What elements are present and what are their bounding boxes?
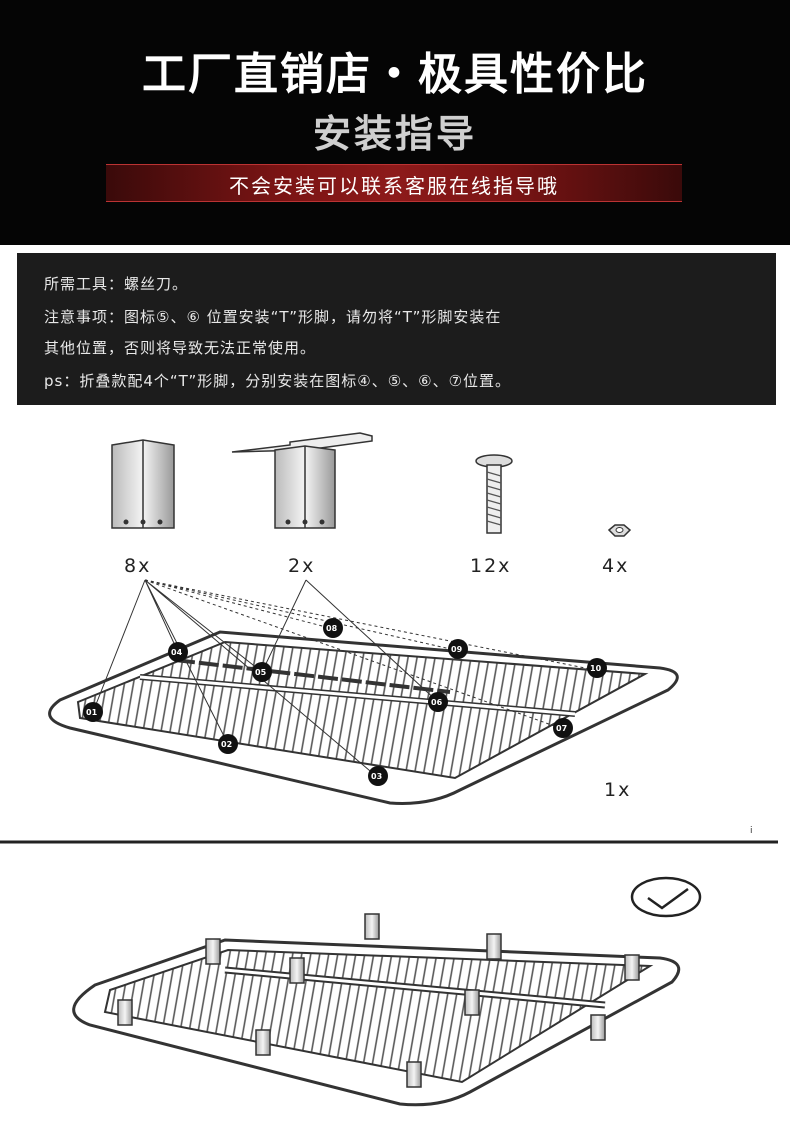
frame-qty: 1x [604,779,631,801]
note-caution-cont: 其他位置，否则将导致无法正常使用。 [44,339,317,357]
label-05: 05 [252,662,272,682]
note-caution: 注意事项：图标⑤、⑥ 位置安装“T”形脚，请勿将“T”形脚安装在 [44,308,502,326]
t-leg-part [231,432,373,529]
svg-text:10: 10 [590,664,602,673]
note-tools: 所需工具：螺丝刀。 [44,275,189,293]
svg-text:04: 04 [171,648,183,657]
svg-text:01: 01 [86,708,98,717]
label-09: 09 [448,639,468,659]
header-banner: 工厂直销店・极具性价比 安装指导 不会安装可以联系客服在线指导哦 [0,0,790,245]
screw-qty: 12x [470,555,511,577]
svg-text:07: 07 [556,724,567,733]
bed-frame-top [48,630,679,805]
svg-text:06: 06 [431,698,443,707]
svg-text:02: 02 [221,740,232,749]
label-07: 07 [553,718,573,738]
label-08: 08 [323,618,343,638]
leg-qty: 8x [124,555,151,577]
install-guide-title: 安装指导 [312,112,477,156]
label-10: 10 [587,658,607,678]
svg-text:05: 05 [255,668,267,677]
leg-part [111,439,175,529]
assembled-bed-frame [72,938,681,1107]
t-leg-qty: 2x [288,555,315,577]
svg-text:08: 08 [326,624,338,633]
page-mark: i [750,826,753,836]
contact-banner-text: 不会安装可以联系客服在线指导哦 [229,174,559,198]
label-04: 04 [168,642,188,662]
label-01: 01 [83,702,103,722]
check-circle-icon [630,876,702,918]
installed-legs [117,913,640,1088]
note-ps: ps：折叠款配4个“T”形脚，分别安装在图标④、⑤、⑥、⑦位置。 [44,372,512,390]
notes-box: 所需工具：螺丝刀。 注意事项：图标⑤、⑥ 位置安装“T”形脚，请勿将“T”形脚安… [17,253,776,405]
label-06: 06 [428,692,448,712]
nut-qty: 4x [602,555,629,577]
store-title: 工厂直销店・极具性价比 [142,49,648,100]
svg-text:09: 09 [451,645,463,654]
svg-text:03: 03 [371,772,382,781]
screw-part [475,454,513,534]
label-03: 03 [368,766,388,786]
label-02: 02 [218,734,238,754]
nut-part [607,524,632,537]
leader-lines [92,579,596,777]
contact-banner: 不会安装可以联系客服在线指导哦 [106,164,682,202]
assembly-diagram: 8x 2x 12x 4x 01 02 03 04 05 06 07 08 09 … [0,432,778,1107]
